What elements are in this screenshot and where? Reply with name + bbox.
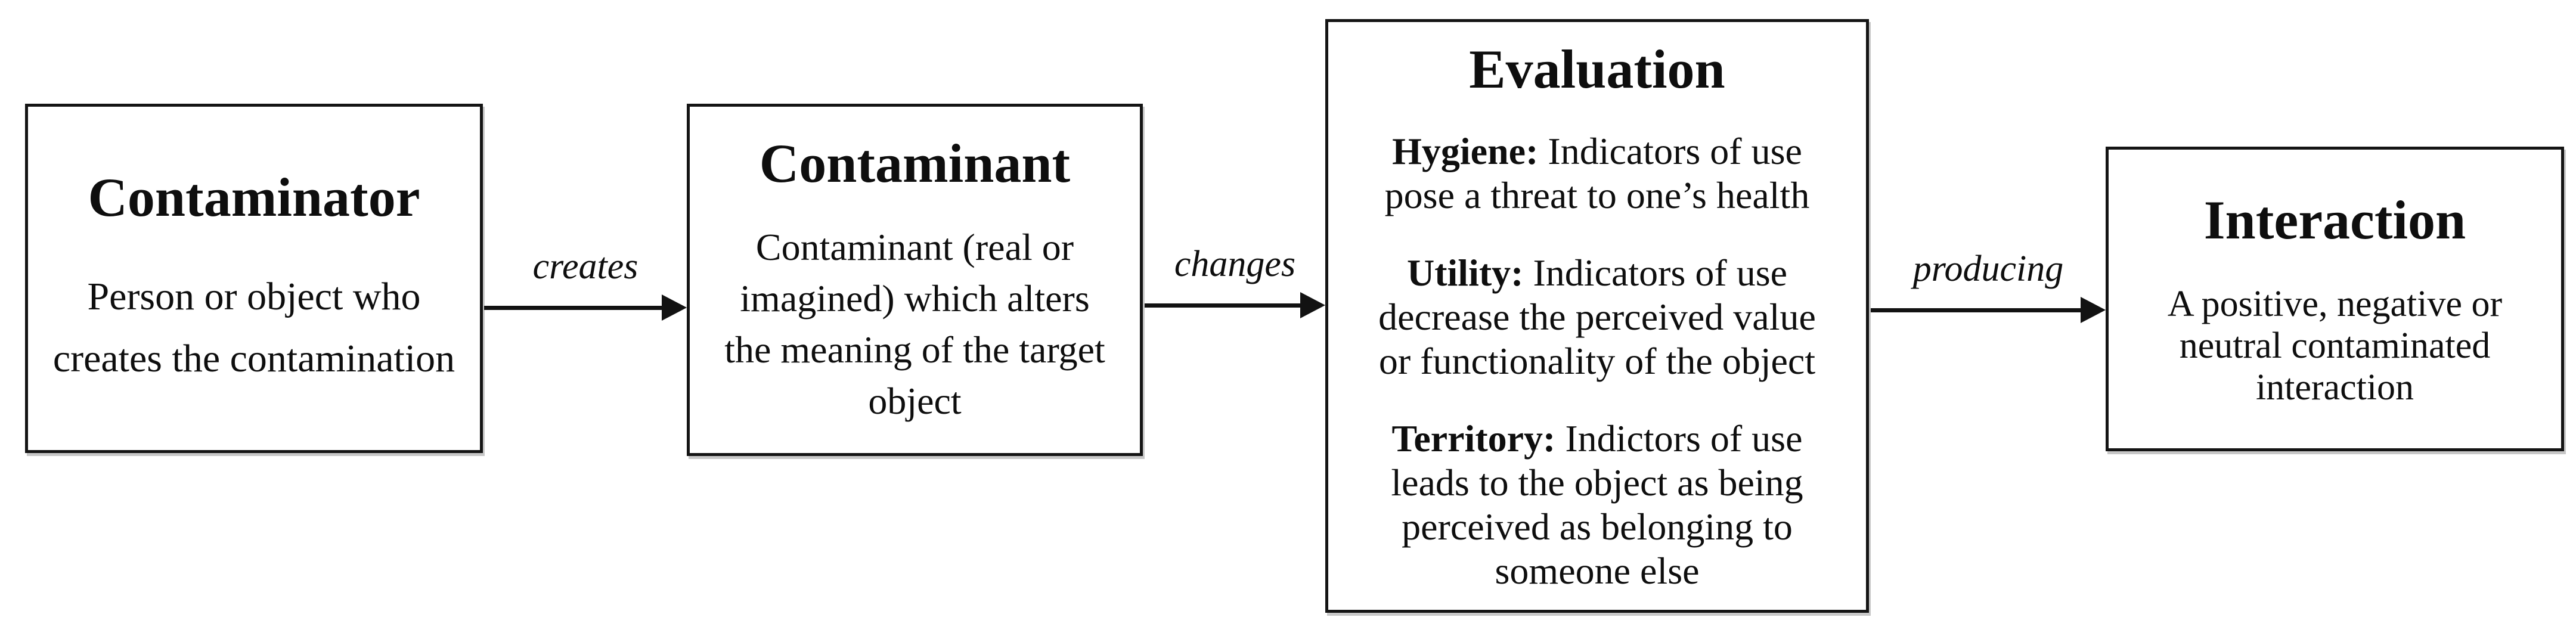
arrowhead-right-icon [662,294,687,321]
arrow-changes-shaft [1145,292,1325,318]
arrow-creates-shaft [484,294,687,321]
evaluation-item-territory: Territory: Indictors of use leads to the… [1391,417,1803,593]
node-contaminant-description: Contaminant (real or imagined) which alt… [724,226,1105,423]
evaluation-item-utility-label: Utility: [1406,251,1524,294]
node-interaction: Interaction A positive, negative or neut… [2106,147,2564,451]
node-contaminator-title: Contaminator [88,167,420,228]
evaluation-item-hygiene-text: Indicators of use pose a threat to one’s… [1384,129,1810,216]
arrow-producing-shaft [1871,297,2106,323]
node-contaminator-description: Person or object who creates the contami… [52,274,455,380]
arrowhead-right-icon [1300,292,1325,318]
arrow-creates: creates [484,248,687,321]
evaluation-item-utility: Utility: Indicators of use decrease the … [1378,251,1816,383]
node-evaluation-title: Evaluation [1469,39,1725,100]
evaluation-item-hygiene-label: Hygiene: [1392,129,1539,172]
arrow-producing-label: producing [1912,249,2064,289]
node-contaminant-title: Contaminant [759,132,1071,194]
evaluation-item-territory-label: Territory: [1391,417,1556,460]
arrowhead-right-icon [2081,297,2106,323]
arrow-creates-label: creates [532,246,638,287]
evaluation-item-territory-text: Indictors of use leads to the object as … [1391,417,1803,592]
arrow-producing: producing [1871,250,2106,323]
arrow-changes-label: changes [1174,244,1296,284]
arrow-changes: changes [1145,246,1325,318]
node-interaction-title: Interaction [2203,189,2466,250]
arrow-line [484,306,667,310]
evaluation-item-hygiene: Hygiene: Indicators of use pose a threat… [1385,129,1810,218]
node-contaminant: Contaminant Contaminant (real or imagine… [687,104,1143,456]
node-evaluation: Evaluation Hygiene: Indicators of use po… [1325,19,1869,613]
arrow-line [1871,308,2085,312]
node-contaminator: Contaminator Person or object who create… [25,104,483,453]
node-interaction-description: A positive, negative or neutral contamin… [2167,284,2503,408]
evaluation-item-utility-text: Indicators of use decrease the perceived… [1378,251,1816,382]
arrow-line [1145,303,1305,308]
